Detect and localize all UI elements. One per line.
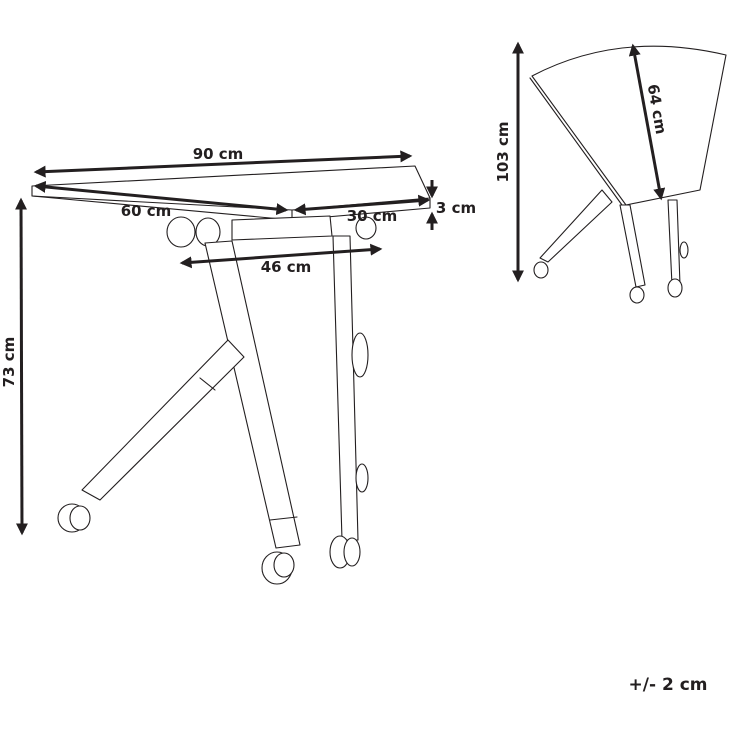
- unfolded-table: [31, 165, 431, 585]
- label-height: 73 cm: [0, 337, 18, 388]
- dim-arrow-73: [15, 197, 28, 536]
- label-folded-height: 103 cm: [494, 121, 512, 182]
- dim-arrow-30: [293, 194, 431, 216]
- folded-table: [529, 45, 727, 304]
- tolerance-note: +/- 2 cm: [629, 675, 708, 695]
- dim-arrow-46: [179, 243, 383, 269]
- label-leg-span: 46 cm: [261, 258, 312, 276]
- label-thickness: 3 cm: [436, 199, 476, 217]
- label-width: 90 cm: [193, 145, 244, 163]
- dim-arrow-60: [33, 180, 289, 216]
- label-depth-left: 60 cm: [121, 202, 172, 220]
- dim-arrow-64: [628, 43, 666, 201]
- dim-arrow-90: [33, 150, 413, 178]
- label-depth-right: 30 cm: [347, 207, 398, 225]
